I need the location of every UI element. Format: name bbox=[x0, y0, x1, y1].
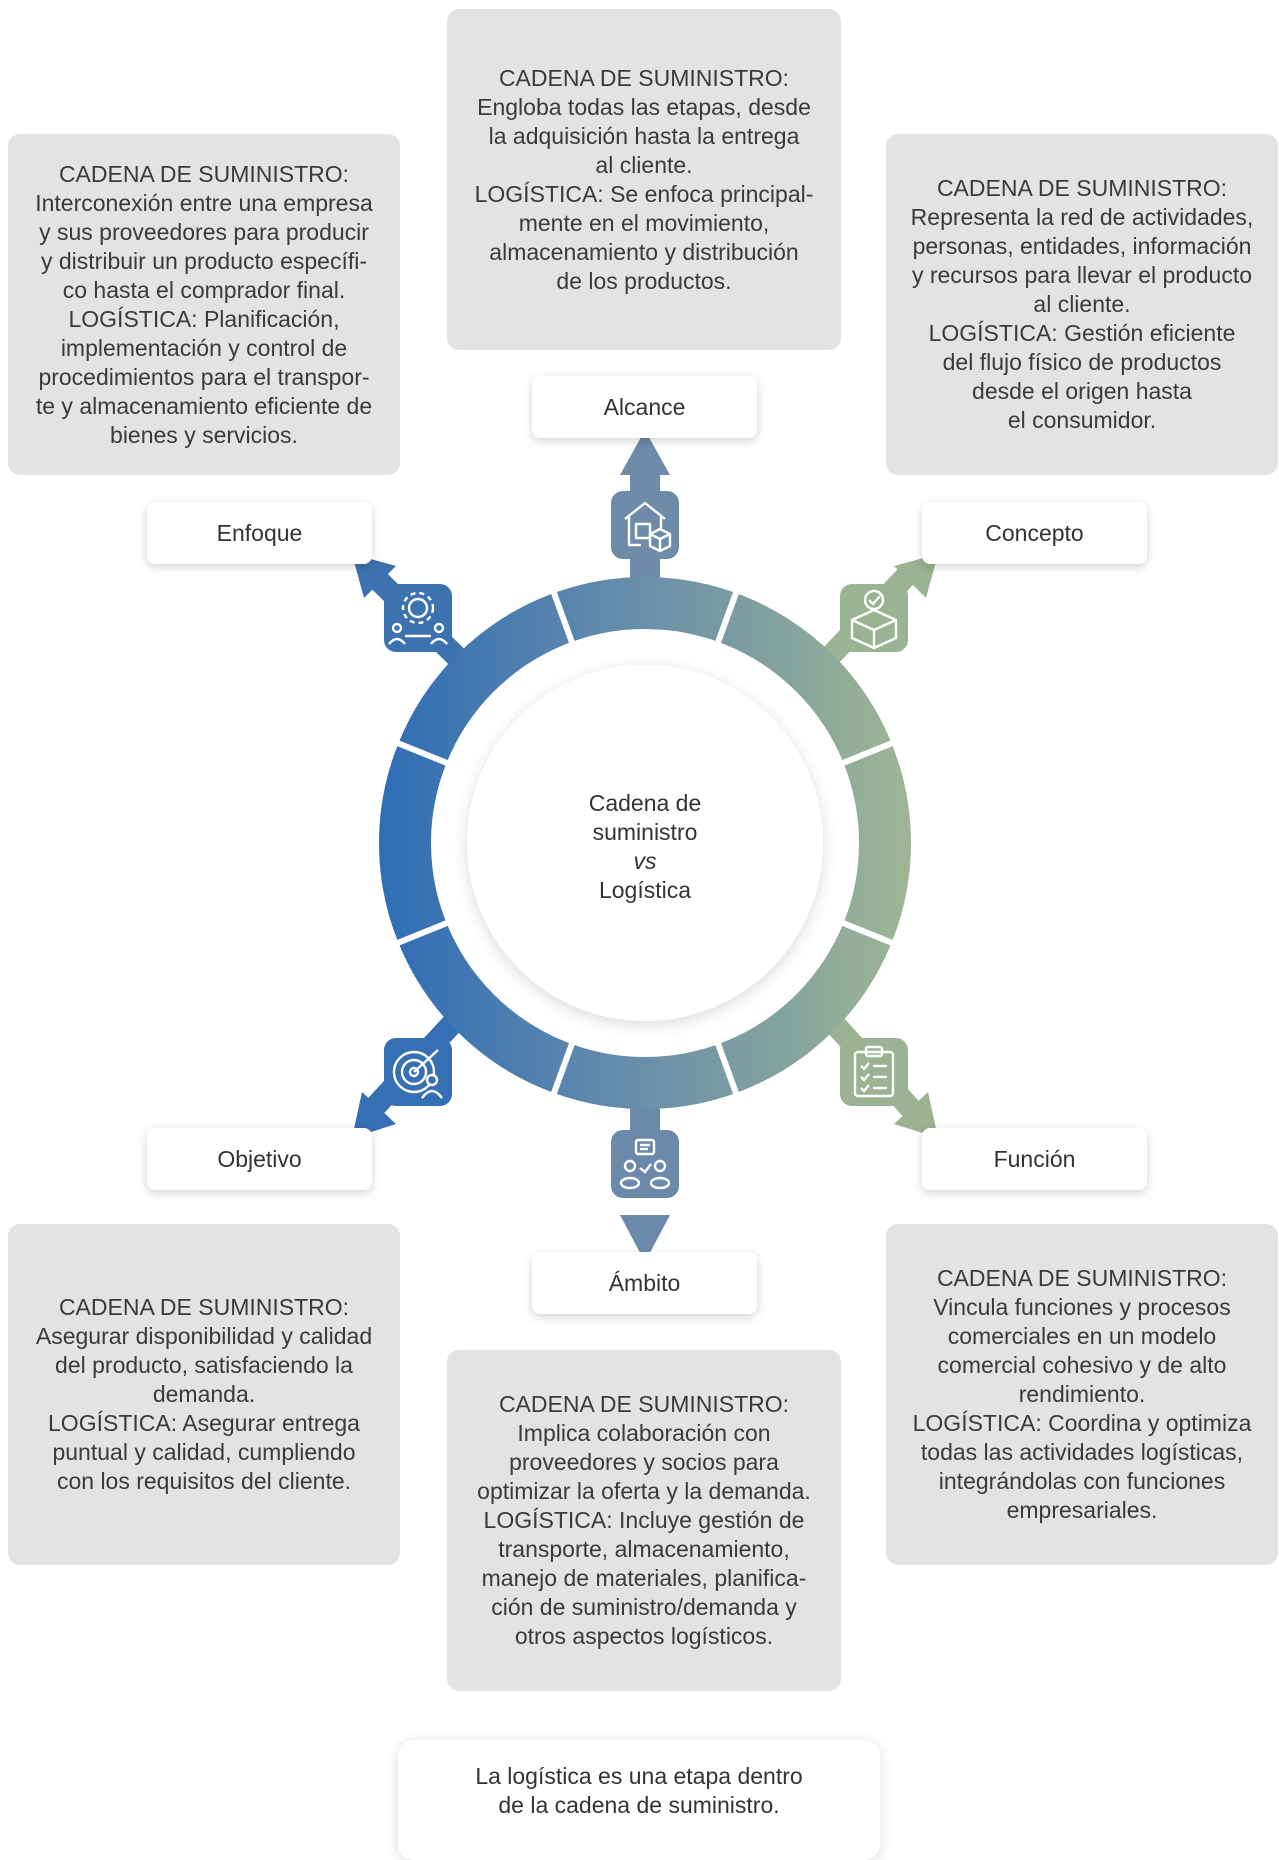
box-enfoque-line-4: co hasta el comprador final. bbox=[62, 276, 346, 303]
box-objetivo-line-3: demanda. bbox=[152, 1381, 256, 1407]
box-ambito-log-line-3: ción de suministro/demanda y bbox=[491, 1594, 797, 1620]
box-objetivo-log-line-1: puntual y calidad, cumpliendo bbox=[52, 1439, 356, 1465]
box-enfoque-line-2: y sus proveedores para producir bbox=[39, 218, 369, 245]
box-ambito-line-2: proveedores y socios para bbox=[509, 1449, 779, 1475]
box-ambito-logistica-first: Incluye gestión de bbox=[619, 1507, 805, 1533]
box-enfoque-logistica-first: Planificación, bbox=[203, 305, 340, 332]
box-enfoque-logistica-label: LOGÍSTICA: bbox=[68, 305, 198, 332]
box-alcance-log-line-2: almacenamiento y distribución bbox=[489, 238, 799, 265]
box-ambito-line-3: optimizar la oferta y la demanda. bbox=[477, 1478, 811, 1504]
box-ambito-line-1: Implica colaboración con bbox=[517, 1420, 771, 1446]
center-disc bbox=[467, 665, 823, 1021]
box-funcion-logistica-label: LOGÍSTICA: bbox=[912, 1410, 1042, 1436]
bottom-note-line-1: La logística es una etapa dentro bbox=[475, 1763, 803, 1789]
box-alcance-line-1: Engloba todas las etapas, desde bbox=[477, 93, 811, 120]
box-concepto-log-line-1: del flujo físico de productos bbox=[942, 349, 1222, 375]
box-funcion-logistica-first: Coordina y optimiza bbox=[1048, 1410, 1252, 1436]
box-objetivo-heading: CADENA DE SUMINISTRO: bbox=[58, 1294, 350, 1320]
box-concepto-logistica-label: LOGÍSTICA: bbox=[928, 320, 1058, 346]
box-concepto-line-1: Representa la red de actividades, bbox=[910, 204, 1254, 230]
bottom-note: La logística es una etapa dentro de la c… bbox=[398, 1740, 880, 1860]
box-objetivo: CADENA DE SUMINISTRO: Asegurar disponibi… bbox=[8, 1224, 400, 1565]
box-alcance-logistica-first: Se enfoca principal- bbox=[610, 180, 814, 207]
box-enfoque-log-line-1: implementación y control de bbox=[60, 334, 348, 361]
box-alcance-log-line-3: de los productos. bbox=[556, 267, 732, 294]
box-ambito-log-line-1: transporte, almacenamiento, bbox=[498, 1536, 790, 1562]
box-funcion-line-1: Vincula funciones y procesos bbox=[933, 1294, 1231, 1320]
label-ambito-text: Ámbito bbox=[608, 1269, 681, 1296]
box-concepto-heading: CADENA DE SUMINISTRO: bbox=[936, 175, 1228, 201]
box-enfoque-log-line-3: te y almacenamiento eficiente de bbox=[35, 392, 373, 419]
box-funcion-log-line-3: empresariales. bbox=[1006, 1497, 1158, 1523]
center-title: Cadena de suministro vs Logística bbox=[540, 789, 750, 905]
label-alcance-text: Alcance bbox=[603, 393, 686, 420]
box-objetivo-logistica-first: Asegurar entrega bbox=[182, 1410, 360, 1436]
clipboard-checklist-icon bbox=[840, 1038, 908, 1106]
box-enfoque-log-line-2: procedimientos para el transpor- bbox=[38, 363, 370, 390]
label-enfoque-text: Enfoque bbox=[216, 519, 303, 546]
label-alcance: Alcance bbox=[532, 376, 757, 438]
box-funcion-line-4: rendimiento. bbox=[1018, 1381, 1146, 1407]
box-alcance-heading: CADENA DE SUMINISTRO: bbox=[498, 64, 790, 91]
target-person-icon bbox=[384, 1038, 452, 1106]
box-objetivo-line-2: del producto, satisfaciendo la bbox=[55, 1352, 353, 1378]
center-line-2: suministro bbox=[592, 819, 698, 845]
center-line-1: Cadena de bbox=[588, 790, 702, 816]
box-objetivo-line-1: Asegurar disponibilidad y calidad bbox=[35, 1323, 373, 1349]
box-concepto-log-line-3: el consumidor. bbox=[1007, 407, 1157, 433]
box-ambito-log-line-2: manejo de materiales, planifica- bbox=[481, 1565, 807, 1591]
box-enfoque: CADENA DE SUMINISTRO: Interconexión entr… bbox=[8, 134, 400, 475]
box-concepto: CADENA DE SUMINISTRO: Representa la red … bbox=[886, 134, 1278, 475]
box-funcion: CADENA DE SUMINISTRO: Vincula funciones … bbox=[886, 1224, 1278, 1565]
box-concepto-line-2: personas, entidades, información bbox=[912, 233, 1252, 259]
box-funcion-line-3: comercial cohesivo y de alto bbox=[937, 1352, 1227, 1378]
box-alcance-line-3: al cliente. bbox=[595, 151, 693, 178]
box-ambito-heading: CADENA DE SUMINISTRO: bbox=[498, 1391, 790, 1417]
label-ambito: Ámbito bbox=[532, 1252, 757, 1314]
warehouse-boxes-icon bbox=[611, 491, 679, 559]
cycle-ring bbox=[379, 577, 911, 1109]
center-line-4: Logística bbox=[598, 877, 692, 903]
box-funcion-heading: CADENA DE SUMINISTRO: bbox=[936, 1265, 1228, 1291]
box-objetivo-log-line-2: con los requisitos del cliente. bbox=[56, 1468, 352, 1494]
box-alcance-logistica-label: LOGÍSTICA: bbox=[474, 180, 604, 207]
box-funcion-line-2: comerciales en un modelo bbox=[947, 1323, 1217, 1349]
box-ambito-logistica-label: LOGÍSTICA: bbox=[483, 1507, 613, 1533]
box-concepto-line-3: y recursos para llevar el producto bbox=[911, 262, 1253, 288]
box-objetivo-logistica-label: LOGÍSTICA: bbox=[48, 1410, 178, 1436]
box-enfoque-log-line-4: bienes y servicios. bbox=[110, 421, 298, 448]
box-concepto-logistica-first: Gestión eficiente bbox=[1064, 320, 1236, 346]
box-concepto-log-line-2: desde el origen hasta bbox=[972, 378, 1192, 404]
box-funcion-log-line-1: todas las actividades logísticas, bbox=[920, 1439, 1244, 1465]
label-funcion-text: Función bbox=[993, 1145, 1076, 1172]
label-enfoque: Enfoque bbox=[147, 502, 372, 564]
box-alcance: CADENA DE SUMINISTRO: Engloba todas las … bbox=[447, 9, 841, 350]
center-line-vs: vs bbox=[633, 848, 657, 874]
label-concepto: Concepto bbox=[922, 502, 1147, 564]
box-concepto-line-4: al cliente. bbox=[1033, 291, 1131, 317]
box-ambito: CADENA DE SUMINISTRO: Implica colaboraci… bbox=[447, 1350, 841, 1691]
label-funcion: Función bbox=[922, 1128, 1147, 1190]
box-check-icon bbox=[840, 584, 908, 652]
box-funcion-log-line-2: integrándolas con funciones bbox=[938, 1468, 1226, 1494]
label-objetivo-text: Objetivo bbox=[217, 1145, 302, 1172]
box-enfoque-line-1: Interconexión entre una empresa bbox=[35, 189, 373, 216]
label-objetivo: Objetivo bbox=[147, 1128, 372, 1190]
box-enfoque-heading: CADENA DE SUMINISTRO: bbox=[58, 160, 350, 187]
box-enfoque-line-3: y distribuir un producto específi- bbox=[41, 247, 367, 274]
box-alcance-line-2: la adquisición hasta la entrega bbox=[488, 122, 800, 149]
team-gear-icon bbox=[384, 584, 452, 652]
box-alcance-log-line-1: mente en el movimiento, bbox=[518, 209, 770, 236]
box-ambito-log-line-4: otros aspectos logísticos. bbox=[514, 1623, 774, 1649]
bottom-note-line-2: de la cadena de suministro. bbox=[498, 1792, 780, 1818]
meeting-people-icon bbox=[611, 1130, 679, 1198]
label-concepto-text: Concepto bbox=[985, 519, 1084, 546]
